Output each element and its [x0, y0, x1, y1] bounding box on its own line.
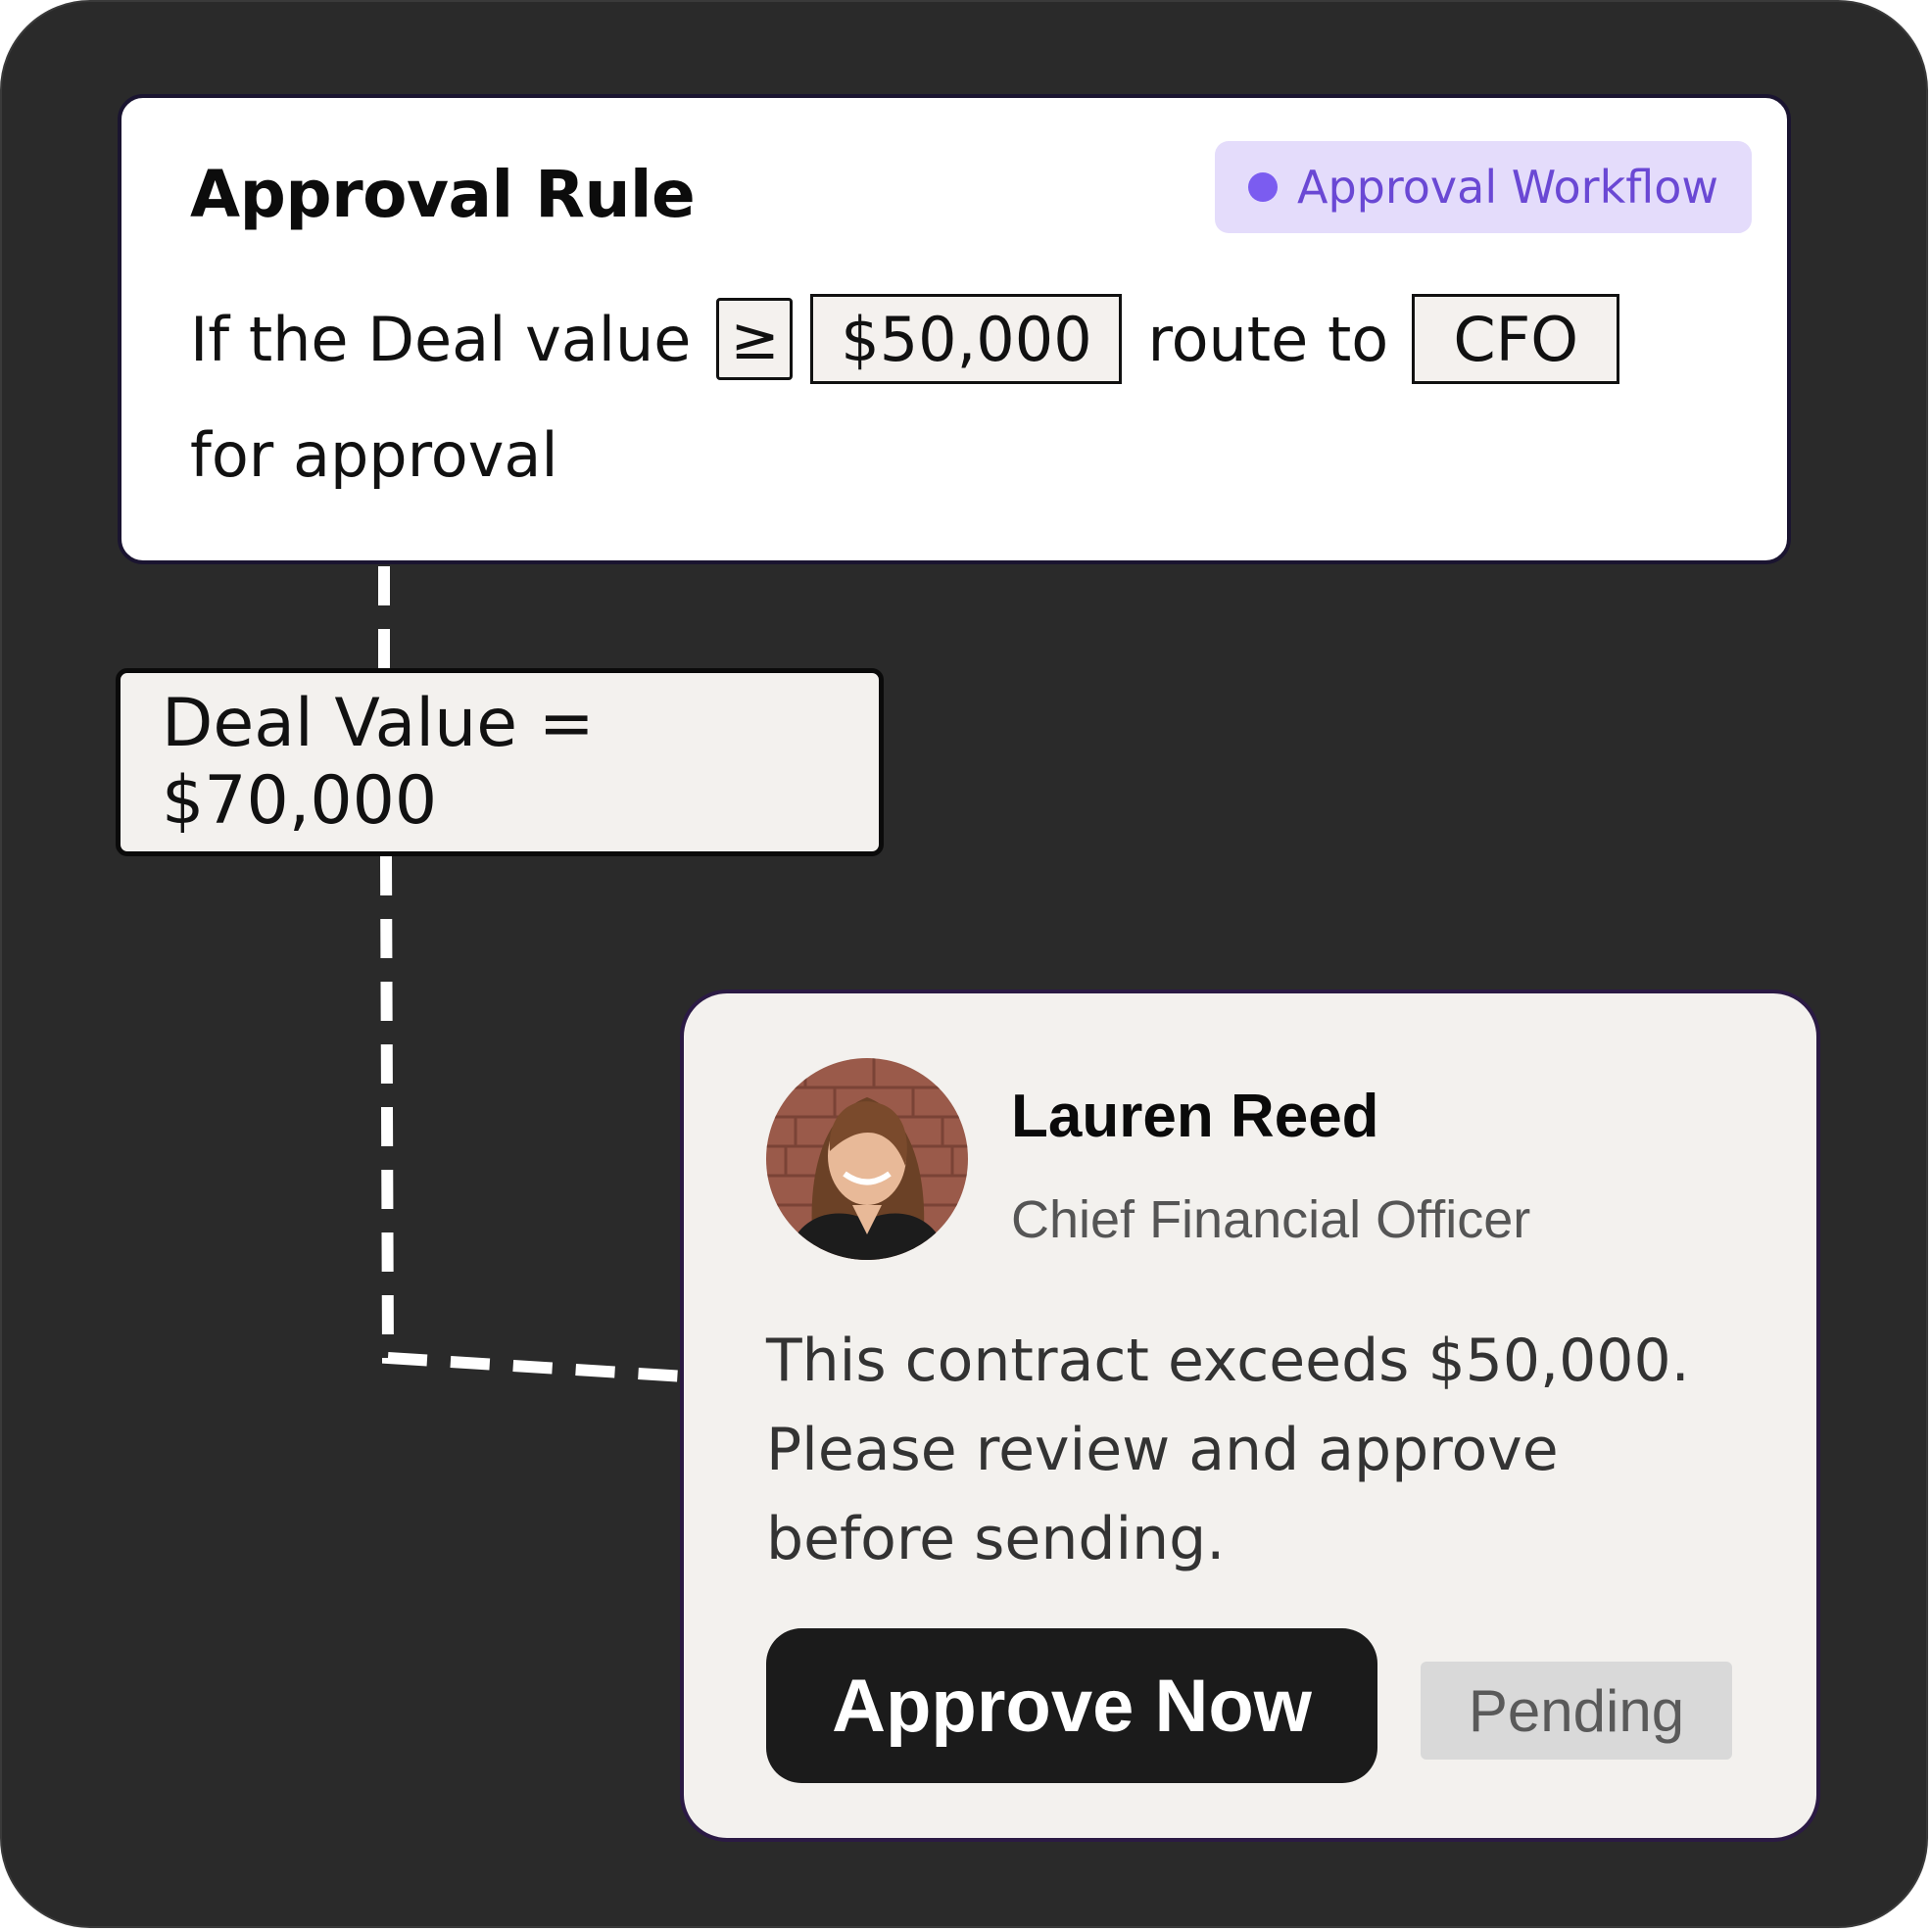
status-badge: Pending — [1421, 1662, 1732, 1760]
connector-deal-to-approver — [380, 855, 702, 1383]
approver-card: Lauren Reed Chief Financial Officer This… — [680, 990, 1820, 1842]
approve-now-button[interactable]: Approve Now — [766, 1628, 1377, 1783]
deal-value-label: Deal Value = $70,000 — [162, 685, 595, 840]
operator-select[interactable]: ≥ — [716, 298, 794, 380]
deal-value-node: Deal Value = $70,000 — [116, 668, 884, 856]
rule-text-prefix: If the Deal value — [190, 303, 692, 375]
status-dot-icon — [1248, 172, 1279, 202]
threshold-field[interactable]: $50,000 — [810, 294, 1123, 384]
avatar — [766, 1058, 968, 1260]
rule-text-suffix: for approval — [190, 419, 558, 491]
approval-message: This contract exceeds $50,000. Please re… — [766, 1327, 1690, 1573]
approver-title: Chief Financial Officer — [1011, 1190, 1531, 1249]
rule-sentence: If the Deal value ≥ $50,000 route to CFO — [190, 294, 1620, 384]
rule-text-route: route to — [1147, 303, 1389, 375]
avatar-portrait-icon — [766, 1058, 968, 1260]
approver-name: Lauren Reed — [1011, 1083, 1379, 1150]
workflow-badge: Approval Workflow — [1215, 141, 1752, 233]
workflow-badge-label: Approval Workflow — [1297, 161, 1718, 214]
rule-title: Approval Rule — [190, 157, 696, 232]
role-select[interactable]: CFO — [1412, 294, 1620, 384]
approval-rule-card: Approval Rule Approval Workflow If the D… — [118, 94, 1791, 564]
